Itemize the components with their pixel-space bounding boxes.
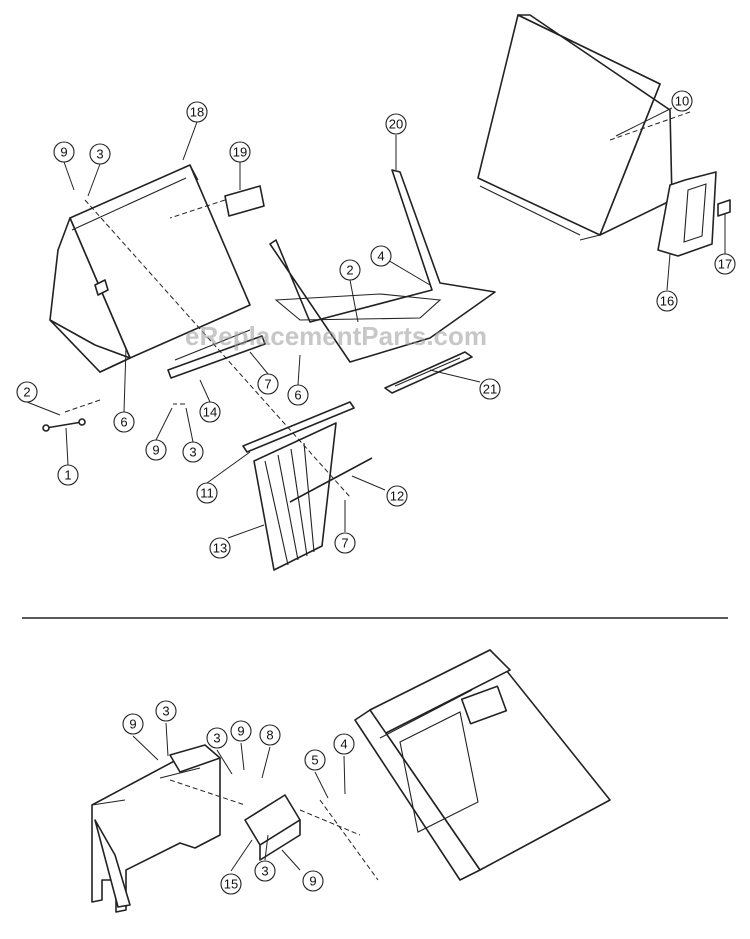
callout-2: 2 bbox=[16, 381, 38, 403]
svg-text:9: 9 bbox=[129, 717, 136, 732]
callout-9: 9 bbox=[302, 870, 324, 892]
part-21-strip bbox=[384, 351, 473, 394]
callout-20: 20 bbox=[385, 113, 407, 135]
svg-text:9: 9 bbox=[237, 724, 244, 739]
bottom-hopper bbox=[354, 649, 611, 881]
part-13-chute-panel bbox=[253, 422, 337, 571]
svg-text:9: 9 bbox=[152, 443, 159, 458]
svg-text:18: 18 bbox=[190, 105, 204, 120]
svg-text:5: 5 bbox=[311, 753, 318, 768]
callout-3: 3 bbox=[206, 727, 228, 749]
callout-11: 11 bbox=[196, 482, 218, 504]
svg-text:6: 6 bbox=[294, 388, 301, 403]
svg-text:10: 10 bbox=[675, 94, 689, 109]
callout-7: 7 bbox=[334, 532, 356, 554]
svg-text:20: 20 bbox=[389, 117, 403, 132]
svg-text:14: 14 bbox=[203, 405, 217, 420]
part-11-bar bbox=[242, 401, 355, 453]
svg-text:2: 2 bbox=[23, 385, 30, 400]
assembly-lines-top bbox=[64, 111, 691, 498]
callout-18: 18 bbox=[186, 101, 208, 123]
rear-hopper bbox=[477, 14, 673, 241]
callout-19: 19 bbox=[229, 141, 251, 163]
callout-9: 9 bbox=[145, 439, 167, 461]
part-15-bracket bbox=[244, 794, 301, 861]
svg-text:3: 3 bbox=[261, 864, 268, 879]
svg-text:12: 12 bbox=[390, 489, 404, 504]
callout-4: 4 bbox=[370, 245, 392, 267]
part-17-decal bbox=[717, 199, 731, 217]
callout-17: 17 bbox=[714, 253, 736, 275]
callout-1: 1 bbox=[57, 464, 79, 486]
svg-text:15: 15 bbox=[224, 877, 238, 892]
callout-14: 14 bbox=[199, 401, 221, 423]
callout-3: 3 bbox=[182, 441, 204, 463]
svg-text:2: 2 bbox=[346, 263, 353, 278]
svg-text:16: 16 bbox=[660, 294, 674, 309]
svg-text:3: 3 bbox=[162, 704, 169, 719]
part-14-strip bbox=[167, 329, 266, 379]
svg-text:7: 7 bbox=[264, 377, 271, 392]
svg-text:9: 9 bbox=[309, 874, 316, 889]
svg-text:8: 8 bbox=[266, 728, 273, 743]
part-16-box bbox=[657, 171, 717, 257]
svg-text:9: 9 bbox=[60, 145, 67, 160]
part-12-rod bbox=[289, 457, 373, 503]
svg-text:3: 3 bbox=[213, 731, 220, 746]
callout-3: 3 bbox=[254, 860, 276, 882]
svg-text:17: 17 bbox=[718, 257, 732, 272]
svg-text:3: 3 bbox=[96, 147, 103, 162]
callout-4: 4 bbox=[333, 733, 355, 755]
callout-12: 12 bbox=[386, 485, 408, 507]
svg-text:13: 13 bbox=[213, 541, 227, 556]
callout-10: 10 bbox=[671, 90, 693, 112]
callout-3: 3 bbox=[89, 143, 111, 165]
part-20-center-panel bbox=[269, 169, 496, 363]
svg-text:7: 7 bbox=[341, 536, 348, 551]
part-19-decal bbox=[169, 185, 265, 219]
callout-21: 21 bbox=[479, 378, 501, 400]
svg-text:4: 4 bbox=[377, 249, 384, 264]
svg-text:21: 21 bbox=[483, 382, 497, 397]
callout-9: 9 bbox=[53, 141, 75, 163]
callout-9: 9 bbox=[230, 720, 252, 742]
callout-13: 13 bbox=[209, 537, 231, 559]
svg-text:4: 4 bbox=[340, 737, 347, 752]
mounting-bracket bbox=[91, 744, 221, 913]
assembly-lines-bottom bbox=[169, 779, 379, 881]
callout-2: 2 bbox=[339, 259, 361, 281]
callout-8: 8 bbox=[259, 724, 281, 746]
callout-9: 9 bbox=[122, 713, 144, 735]
callout-15: 15 bbox=[220, 873, 242, 895]
callout-16: 16 bbox=[656, 290, 678, 312]
svg-text:11: 11 bbox=[200, 486, 214, 501]
svg-text:3: 3 bbox=[189, 445, 196, 460]
callout-6: 6 bbox=[113, 411, 135, 433]
callout-5: 5 bbox=[304, 749, 326, 771]
watermark: eReplacementParts.com bbox=[185, 321, 487, 351]
part-1-link bbox=[42, 418, 86, 432]
svg-text:1: 1 bbox=[64, 468, 71, 483]
svg-text:6: 6 bbox=[120, 415, 127, 430]
part-18-hopper-side bbox=[49, 164, 251, 373]
callout-6: 6 bbox=[287, 384, 309, 406]
callout-3: 3 bbox=[155, 700, 177, 722]
callout-7: 7 bbox=[257, 373, 279, 395]
svg-text:19: 19 bbox=[233, 145, 247, 160]
